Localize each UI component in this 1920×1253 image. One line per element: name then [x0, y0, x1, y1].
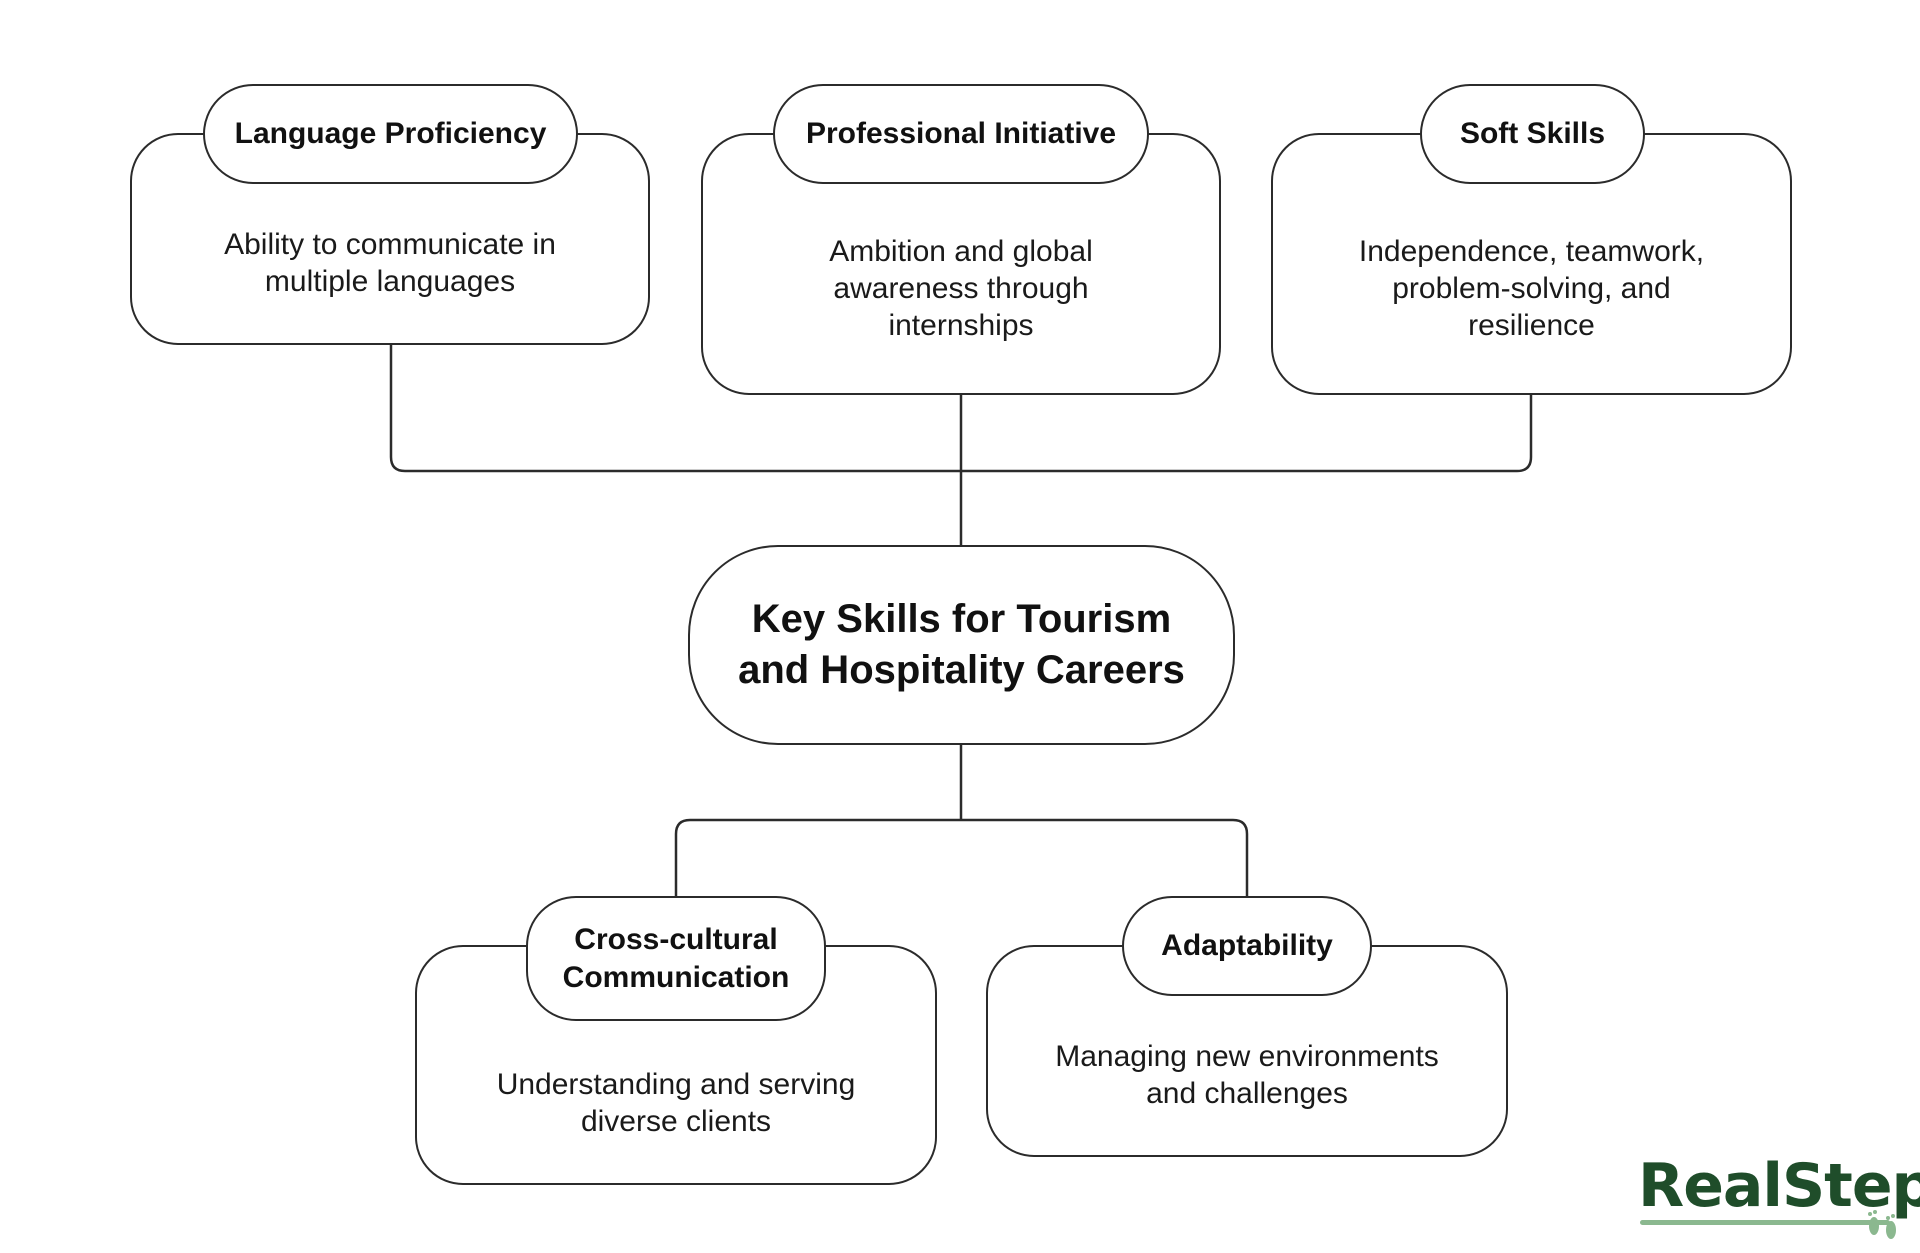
cross-cultural-communication-description: Understanding and serving diverse client…	[496, 1067, 856, 1138]
adaptability-description: Managing new environments and challenges	[1055, 1040, 1439, 1110]
cross-cultural-communication-label: Cross-cultural Communication	[526, 896, 826, 1021]
footprints-icon	[1868, 1210, 1896, 1239]
realstep-logo: RealStep	[1638, 1154, 1920, 1244]
connector-adaptability	[961, 818, 1249, 896]
center-title-node: Key Skills for Tourism and Hospitality C…	[688, 545, 1235, 745]
professional-initiative-label: Professional Initiative	[773, 84, 1149, 184]
language-proficiency-label: Language Proficiency	[203, 84, 578, 184]
language-proficiency-description: Ability to communicate in multiple langu…	[224, 228, 556, 298]
realstep-logo-text: RealStep	[1638, 1151, 1920, 1221]
soft-skills-label: Soft Skills	[1420, 84, 1645, 184]
adaptability-label: Adaptability	[1122, 896, 1372, 996]
professional-initiative-description: Ambition and global awareness through in…	[829, 234, 1093, 342]
connector-language-proficiency	[389, 345, 961, 473]
connector-soft-skills	[961, 395, 1533, 473]
connector-cross-cultural	[674, 818, 961, 896]
realstep-logo-underline	[1640, 1220, 1890, 1225]
soft-skills-description: Independence, teamwork, problem-solving,…	[1358, 234, 1705, 342]
